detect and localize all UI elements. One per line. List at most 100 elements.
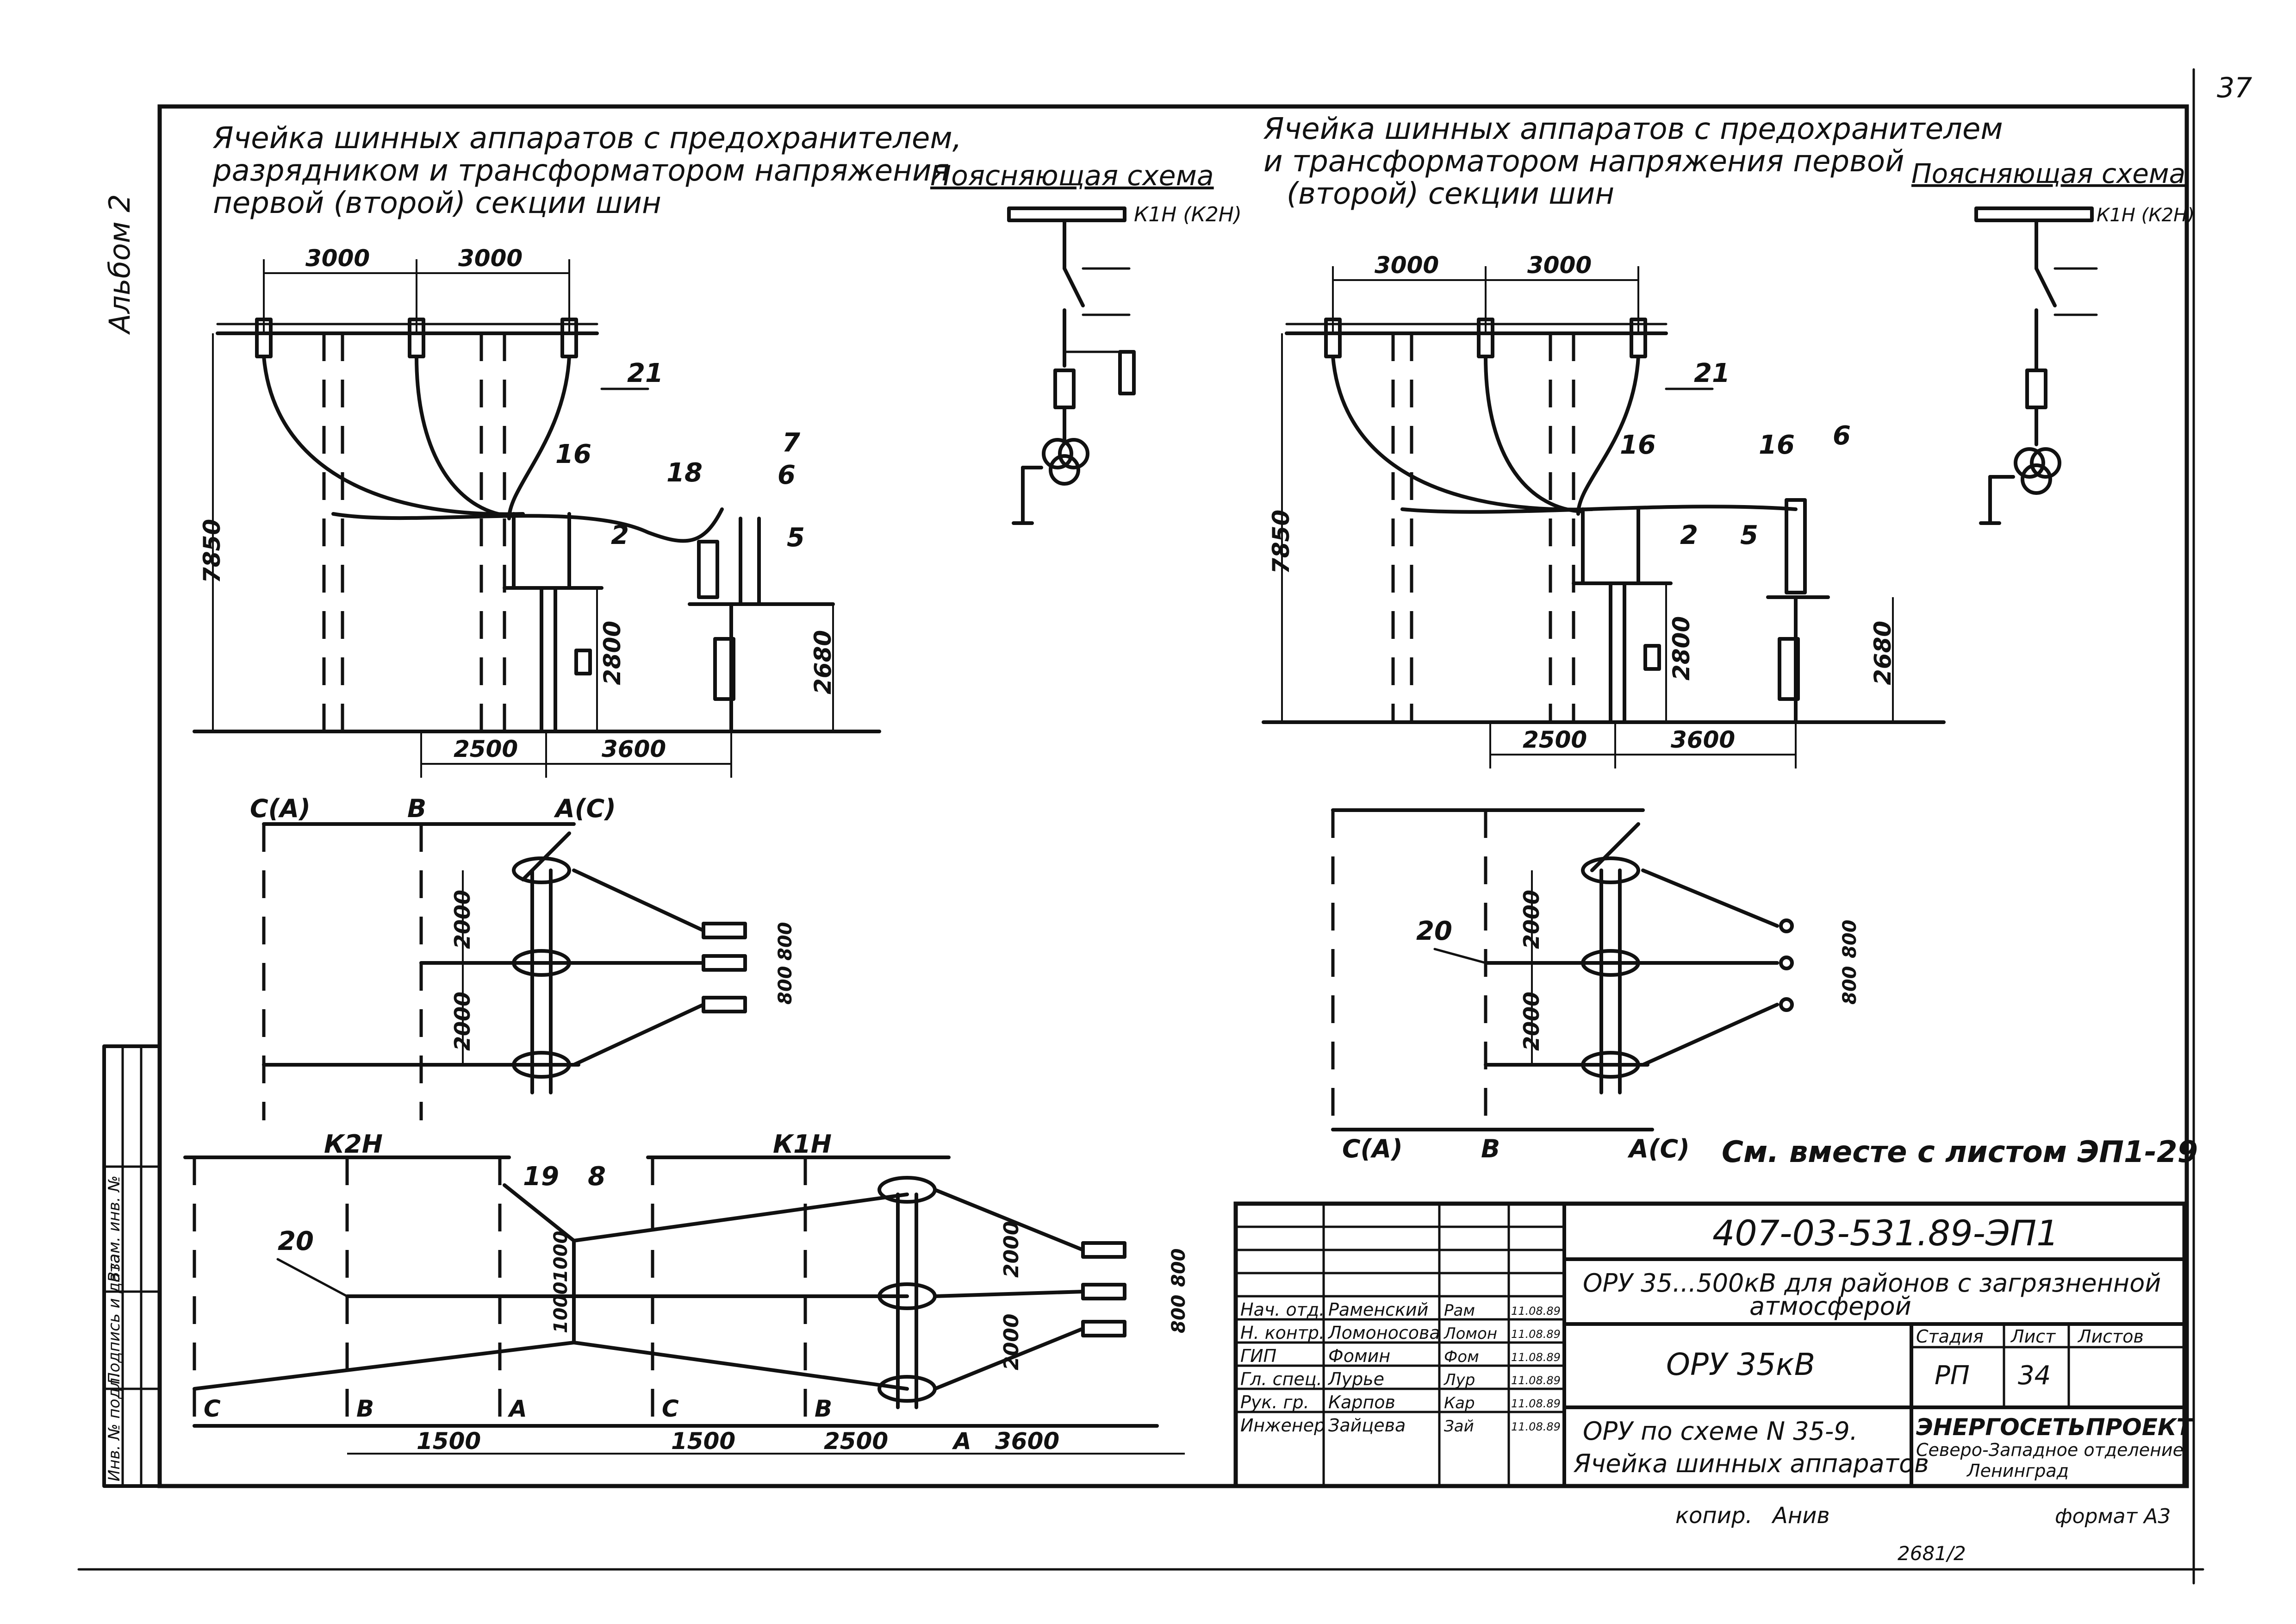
right-dim-2500: 2500 [1523,726,1587,753]
staff-role: Гл. спец. [1240,1369,1322,1389]
bottom-plan-dim-2500: 2500 [824,1428,888,1455]
bottom-plan-dim-2000-b: 2000 [1000,1314,1023,1370]
left-pos-21: 21 [627,358,663,388]
right-title-line2: и трансформатором напряжения первой [1263,144,1904,179]
right-plan-label-b: В [1481,1134,1500,1163]
bottom-plan-label-k2n: К2Н [324,1130,383,1159]
staff-name: Карпов [1328,1392,1395,1412]
bottom-plan-dim-800-a: 800 [1168,1249,1189,1287]
bottom-plan-dim-1500-a: 1500 [417,1428,481,1455]
object-line1: ОРУ 35...500кВ для районов с загрязненно… [1583,1268,2161,1298]
left-plan-dim-800-b: 800 [775,966,796,1005]
right-plan-label-ca: С(А) [1342,1134,1403,1163]
bottom-plan-label-c2: С [662,1395,679,1422]
right-title-line1: Ячейка шинных аппаратов с предохранителе… [1263,112,2003,146]
left-plan-dim-800-a: 800 [775,922,796,961]
see-with-note: См. вместе с листом ЭП1-29 [1722,1135,2198,1169]
staff-name: Фомин [1328,1346,1390,1366]
sheet-value: 34 [2018,1361,2051,1391]
left-title-line1: Ячейка шинных аппаратов с предохранителе… [212,121,962,156]
staff-role: Нач. отд. [1240,1299,1325,1320]
staff-signature: Фом [1444,1348,1479,1366]
staff-signature: Лур [1443,1371,1475,1389]
staff-date: 11.08.89 [1511,1374,1561,1387]
right-dim-3000-b: 3000 [1527,252,1592,279]
bottom-plan-pos-20: 20 [278,1226,314,1256]
bottom-plan-label-a2: А [952,1428,971,1455]
archive-number: 2681/2 [1898,1542,1966,1565]
right-pos-2: 2 [1680,520,1698,550]
staff-name: Ломоносова [1327,1323,1440,1343]
bottom-plan-dim-2000-a: 2000 [1000,1221,1023,1278]
copy-label: копир. [1675,1503,1753,1529]
left-dim-2500: 2500 [454,736,518,762]
right-dim-3600: 3600 [1671,726,1735,753]
bottom-plan-pos-19: 19 [523,1162,559,1192]
staff-signature: Рам [1444,1301,1475,1320]
sheet-title-line1: ОРУ по схеме N 35-9. [1583,1417,1858,1446]
staff-date: 11.08.89 [1511,1305,1561,1318]
right-dim-2800: 2800 [1668,616,1695,681]
bottom-plan: К2Н К1Н 20 19 8 1000 1000 2000 2000 800 [183,1130,1189,1455]
right-elevation: Ячейка шинных аппаратов с предохранителе… [1262,112,2003,768]
right-plan-label-ac: А(С) [1627,1134,1690,1163]
staff-signature: Зай [1444,1417,1474,1436]
doc-number: 407-03-531.89-ЭП1 [1712,1212,2059,1254]
stamp-replace-label: Взам. инв. № [105,1175,124,1282]
right-schematic-title: Поясняющая схема [1911,158,2185,189]
left-plan-label-ca: С(А) [250,794,311,823]
right-plan: 20 2000 2000 800 800 С(А) В А(С) [1331,808,1860,1163]
staff-rows: Нач. отд. Раменский Рам 11.08.89 Н. конт… [1240,1299,1561,1436]
left-plan-dim-2000-a: 2000 [450,890,475,949]
drawing-frame [157,104,2189,1488]
object-line2: атмосферой [1749,1292,1911,1321]
left-pos-2: 2 [611,520,629,550]
left-pos-6: 6 [778,460,796,490]
left-dim-3600: 3600 [602,736,666,762]
bottom-plan-dim-800-b: 800 [1168,1295,1189,1334]
left-dim-2680: 2680 [809,630,836,694]
right-plan-dim-800-a: 800 [1839,920,1860,959]
title-block: 407-03-531.89-ЭП1 ОРУ 35...500кВ для рай… [1233,1201,2194,1488]
left-elevation: Ячейка шинных аппаратов с предохранителе… [193,121,962,778]
left-schematic: Поясняющая схема К1Н (К2Н) [930,160,1242,525]
right-plan-dim-800-b: 800 [1839,966,1860,1005]
right-pos-21: 21 [1694,358,1730,388]
staff-role: ГИП [1240,1346,1276,1366]
bottom-plan-label-a1: А [507,1395,527,1422]
right-pos-16b: 16 [1759,430,1795,460]
left-schematic-bus-label: К1Н (К2Н) [1134,203,1242,226]
left-dim-3000-b: 3000 [458,245,523,272]
staff-role: Н. контр. [1240,1323,1325,1343]
left-dim-7850: 7850 [199,519,225,583]
staff-date: 11.08.89 [1511,1351,1561,1364]
right-plan-dim-2000-b: 2000 [1519,992,1544,1051]
left-pos-5: 5 [787,523,805,553]
staff-signature: Ломон [1443,1324,1497,1343]
format-label: формат А3 [2055,1505,2171,1528]
left-pos-7: 7 [782,428,800,458]
bottom-plan-label-k1n: К1Н [773,1130,832,1159]
right-dim-7850: 7850 [1268,510,1294,574]
bottom-plan-dim-3600: 3600 [995,1428,1059,1455]
bottom-plan-label-b1: В [356,1395,374,1422]
staff-role: Инженер [1240,1415,1325,1436]
head-stage: Стадия [1916,1326,1984,1347]
left-plan-label-ac: А(С) [554,794,616,823]
staff-name: Раменский [1328,1299,1428,1320]
left-dim-2800: 2800 [599,621,626,685]
stage-value: РП [1935,1361,1970,1391]
stamp-inv-label: Инв. № подл. [105,1373,124,1481]
left-title-line2: разрядником и трансформатором напряжения [212,154,949,188]
bottom-plan-dim-1500-b: 1500 [671,1428,735,1455]
side-stamp: Инв. № подл. Подпись и дата Взам. инв. № [102,1044,162,1488]
right-plan-pos-20: 20 [1416,916,1452,946]
bottom-plan-dim-1000-b: 1000 [550,1282,572,1333]
staff-name: Лурье [1327,1369,1384,1389]
page-number: 37 [2217,72,2252,104]
bottom-plan-pos-8: 8 [588,1162,606,1192]
org-line3: Ленинград [1966,1461,2069,1481]
part-title: ОРУ 35кВ [1666,1347,1815,1382]
bottom-plan-dim-1000-a: 1000 [550,1231,572,1282]
right-pos-6: 6 [1833,421,1851,451]
